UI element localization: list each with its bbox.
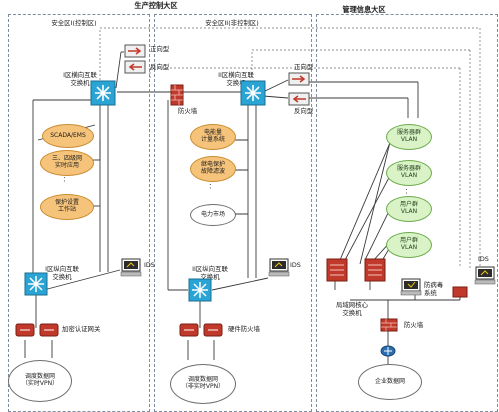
- zone1-top-switch-label: I区横向互联 交换机: [63, 71, 97, 87]
- zone1-top-switch-icon: [90, 80, 116, 106]
- vlan-server-1: 服务器群 VLAN: [386, 124, 432, 150]
- zone2-bottom-switch-icon: [188, 278, 212, 302]
- zone1-app-scada: SCADA/EMS: [42, 124, 94, 148]
- red-device-icon: [452, 286, 468, 298]
- ids-3-label: IDS: [478, 255, 489, 263]
- firewall-icon-right: [380, 318, 398, 332]
- zone2-label: 安全区II(非控制区): [205, 19, 259, 27]
- forward-isolator-label: 正向型: [150, 45, 170, 53]
- zone1-bottom-switch-label: I区纵向互联 交换机: [45, 265, 79, 281]
- antivirus-icon: [400, 278, 422, 296]
- vlans-ellipsis: ：: [404, 187, 412, 195]
- ids-2-label: IDS: [290, 261, 301, 269]
- network-realtime-vpn: 调度数据网 （实时VPN）: [8, 360, 72, 402]
- ids-2-icon: [268, 258, 290, 277]
- forward-isolator-icon: [124, 44, 146, 58]
- firewall-icon-mid: [170, 84, 184, 106]
- zone2-top-switch-icon: [240, 80, 266, 106]
- zone2-app-market: 电力市场: [190, 204, 236, 226]
- zone2-apps-ellipsis: ：: [208, 182, 216, 190]
- router-icon: [380, 345, 396, 357]
- ids-1-label: IDS: [144, 261, 155, 269]
- antivirus-label: 防病毒 系统: [424, 281, 444, 297]
- reverse-isolator-icon: [124, 60, 146, 74]
- ids-3-icon: [474, 266, 496, 285]
- firewall-label-mid: 防火墙: [178, 107, 198, 115]
- reverse-isolator-2-icon: [288, 92, 310, 106]
- zone1-apps-ellipsis: ：: [62, 175, 70, 183]
- core-switch-label: 局域网核心 交换机: [336, 301, 368, 317]
- reverse-isolator-label: 反向型: [150, 63, 170, 71]
- network-enterprise: 企业数据网: [358, 364, 422, 400]
- encryption-gateway-icon: [15, 323, 59, 337]
- ids-1-icon: [120, 258, 142, 277]
- zone2-top-switch-label: II区横向互联 交换机: [218, 71, 254, 87]
- forward-isolator-2-label: 正向型: [294, 63, 314, 71]
- firewall-label-right: 防火墙: [404, 321, 424, 329]
- zone1-bottom-switch-icon: [24, 272, 48, 296]
- management-region-header: 管理信息大区: [342, 5, 386, 14]
- zone2-app-relay: 继电保护 故障滤波: [190, 156, 236, 182]
- zone2-bottom-switch-label: II区纵向互联 交换机: [192, 265, 228, 281]
- core-switch-2-icon: [364, 258, 386, 282]
- network-nonrealtime-vpn: 调度数据网 （非实时VPN）: [170, 364, 236, 404]
- vlan-user-2: 用户群 VLAN: [386, 232, 432, 258]
- vlan-user-1: 用户群 VLAN: [386, 196, 432, 222]
- hardware-firewall-label: 硬件防火墙: [228, 325, 260, 333]
- zone1-label: 安全区I(控制区): [51, 19, 97, 27]
- zone1-app-realtime: 三、四级网 实时应用: [40, 150, 94, 176]
- core-switch-1-icon: [326, 258, 348, 282]
- hardware-firewall-icon: [179, 323, 223, 337]
- zone1-app-protection: 保护设置 工作站: [40, 194, 94, 220]
- reverse-isolator-2-label: 反向型: [294, 107, 314, 115]
- zone2-app-metering: 电能量 计量系统: [190, 124, 236, 150]
- encryption-gateway-label: 加密认证网关: [62, 325, 101, 333]
- production-region-header: 生产控制大区: [134, 1, 178, 10]
- forward-isolator-2-icon: [288, 72, 310, 86]
- vlan-server-2: 服务器群 VLAN: [386, 160, 432, 186]
